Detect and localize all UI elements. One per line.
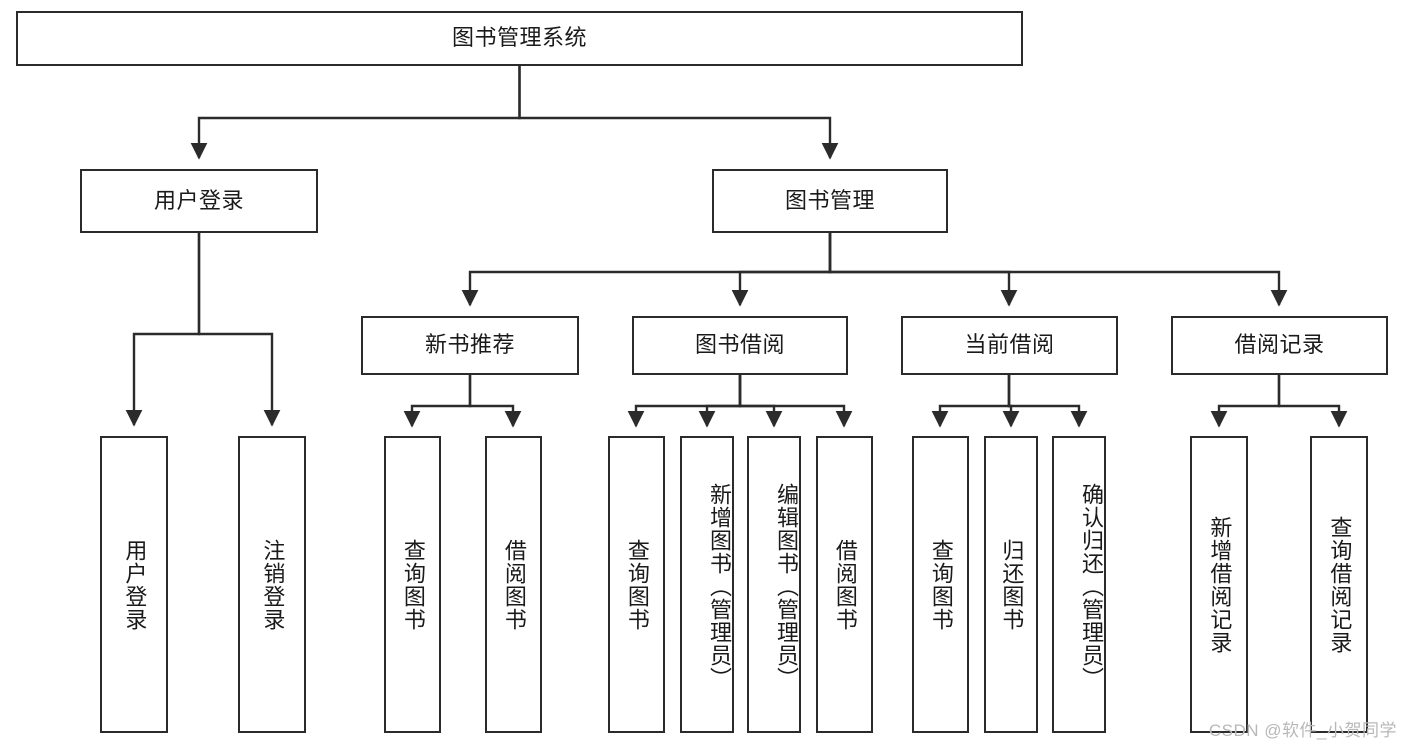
- connector-edge: [190, 66, 521, 160]
- connector-edge: [518, 66, 839, 160]
- leaf-node-新增图书管理员[interactable]: 新增图书（管理员）: [680, 436, 734, 733]
- connector-edge: [1277, 375, 1348, 428]
- node-label: 当前借阅: [964, 332, 1055, 358]
- level3-node-图书借阅[interactable]: 图书借阅: [632, 316, 848, 375]
- node-label: 图书借阅: [694, 332, 785, 358]
- leaf-node-查询图书[interactable]: 查询图书: [912, 436, 969, 733]
- leaf-node-借阅图书[interactable]: 借阅图书: [816, 436, 873, 733]
- watermark-text: CSDN @软件_小贺同学: [1208, 721, 1397, 740]
- leaf-node-查询图书[interactable]: 查询图书: [608, 436, 665, 733]
- node-label: 归还图书: [999, 538, 1025, 631]
- node-label: 借阅图书: [501, 538, 527, 631]
- node-label: 图书管理系统: [451, 25, 587, 51]
- leaf-node-查询借阅记录[interactable]: 查询借阅记录: [1310, 436, 1368, 733]
- node-label: 查询图书: [400, 538, 426, 631]
- level3-node-借阅记录[interactable]: 借阅记录: [1171, 316, 1388, 375]
- node-label: 编辑图书（管理员）: [774, 483, 799, 690]
- root-node-图书管理系统[interactable]: 图书管理系统: [16, 11, 1023, 66]
- node-label: 用户登录: [153, 187, 244, 213]
- node-label: 用户登录: [122, 538, 148, 631]
- leaf-node-查询图书[interactable]: 查询图书: [384, 436, 441, 733]
- level2-node-用户登录[interactable]: 用户登录: [80, 169, 318, 233]
- leaf-node-注销登录[interactable]: 注销登录: [238, 436, 306, 733]
- node-label: 借阅记录: [1234, 332, 1325, 358]
- connector-edge: [738, 375, 783, 428]
- connector-edge: [461, 233, 832, 307]
- connector-edge: [731, 233, 832, 307]
- connector-edge: [828, 233, 1288, 307]
- connector-edge: [1002, 375, 1020, 428]
- leaf-node-新增借阅记录[interactable]: 新增借阅记录: [1190, 436, 1248, 733]
- node-label: 确认归还（管理员）: [1079, 483, 1104, 690]
- node-label: 查询借阅记录: [1327, 515, 1353, 654]
- connector-edge: [403, 375, 472, 428]
- leaf-node-归还图书[interactable]: 归还图书: [984, 436, 1038, 733]
- leaf-node-用户登录[interactable]: 用户登录: [100, 436, 168, 733]
- connector-edge: [468, 375, 522, 428]
- node-label: 图书管理: [784, 187, 875, 213]
- node-label: 查询图书: [928, 538, 954, 631]
- connector-edge: [197, 233, 281, 427]
- node-label: 查询图书: [624, 538, 650, 631]
- connector-edge: [738, 375, 853, 428]
- connector-edge: [1210, 375, 1281, 428]
- leaf-node-借阅图书[interactable]: 借阅图书: [485, 436, 542, 733]
- connector-edge: [828, 233, 1018, 307]
- level3-node-当前借阅[interactable]: 当前借阅: [901, 316, 1118, 375]
- level2-node-图书管理[interactable]: 图书管理: [712, 169, 948, 233]
- node-label: 新增图书（管理员）: [707, 483, 732, 690]
- leaf-node-确认归还管理员[interactable]: 确认归还（管理员）: [1052, 436, 1106, 733]
- connector-edge: [1007, 375, 1088, 428]
- connector-edge: [125, 233, 201, 427]
- node-label: 新书推荐: [424, 332, 515, 358]
- level3-node-新书推荐[interactable]: 新书推荐: [361, 316, 579, 375]
- node-label: 新增借阅记录: [1207, 515, 1233, 654]
- node-label: 借阅图书: [832, 538, 858, 631]
- connector-edge: [627, 375, 742, 428]
- leaf-node-编辑图书管理员[interactable]: 编辑图书（管理员）: [747, 436, 801, 733]
- node-label: 注销登录: [260, 538, 286, 631]
- connector-edge: [698, 375, 742, 428]
- connector-edge: [931, 375, 1011, 428]
